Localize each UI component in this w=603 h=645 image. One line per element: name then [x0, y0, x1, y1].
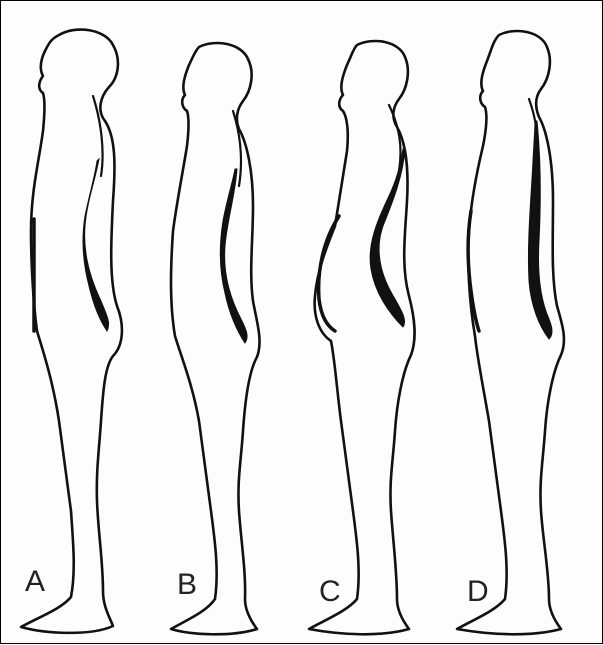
front-edge-d	[468, 211, 479, 331]
figure-label-a: A	[25, 565, 45, 598]
figure-label-c: C	[319, 575, 341, 608]
spine-curve-c	[370, 149, 405, 327]
belly-edge-c	[319, 216, 339, 331]
back-contour-c	[389, 105, 401, 171]
spine-curve-b	[220, 169, 247, 343]
figure-label-b: B	[177, 568, 197, 601]
figure-label-d: D	[467, 575, 489, 608]
spine-curve-a	[83, 159, 109, 331]
posture-figure-d: D	[457, 31, 564, 634]
posture-figure-a: A	[21, 30, 122, 633]
posture-figure-b: B	[171, 43, 260, 634]
posture-figure-c: C	[309, 41, 415, 634]
